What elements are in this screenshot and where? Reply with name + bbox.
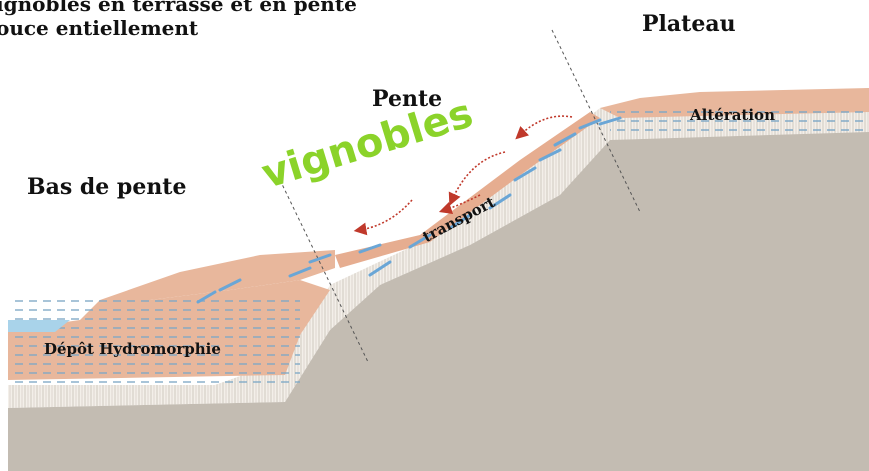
zone-plateau-label: Plateau [642, 11, 736, 37]
depot-hydromorphie-label: Dépôt Hydromorphie [44, 340, 221, 358]
title-line-2: ouce entiellement [0, 16, 198, 40]
alteration-label: Altération [690, 106, 775, 124]
zone-bas-de-pente-label: Bas de pente [27, 174, 186, 200]
title-line-1: ignobles en terrasse et en pente [0, 0, 357, 16]
